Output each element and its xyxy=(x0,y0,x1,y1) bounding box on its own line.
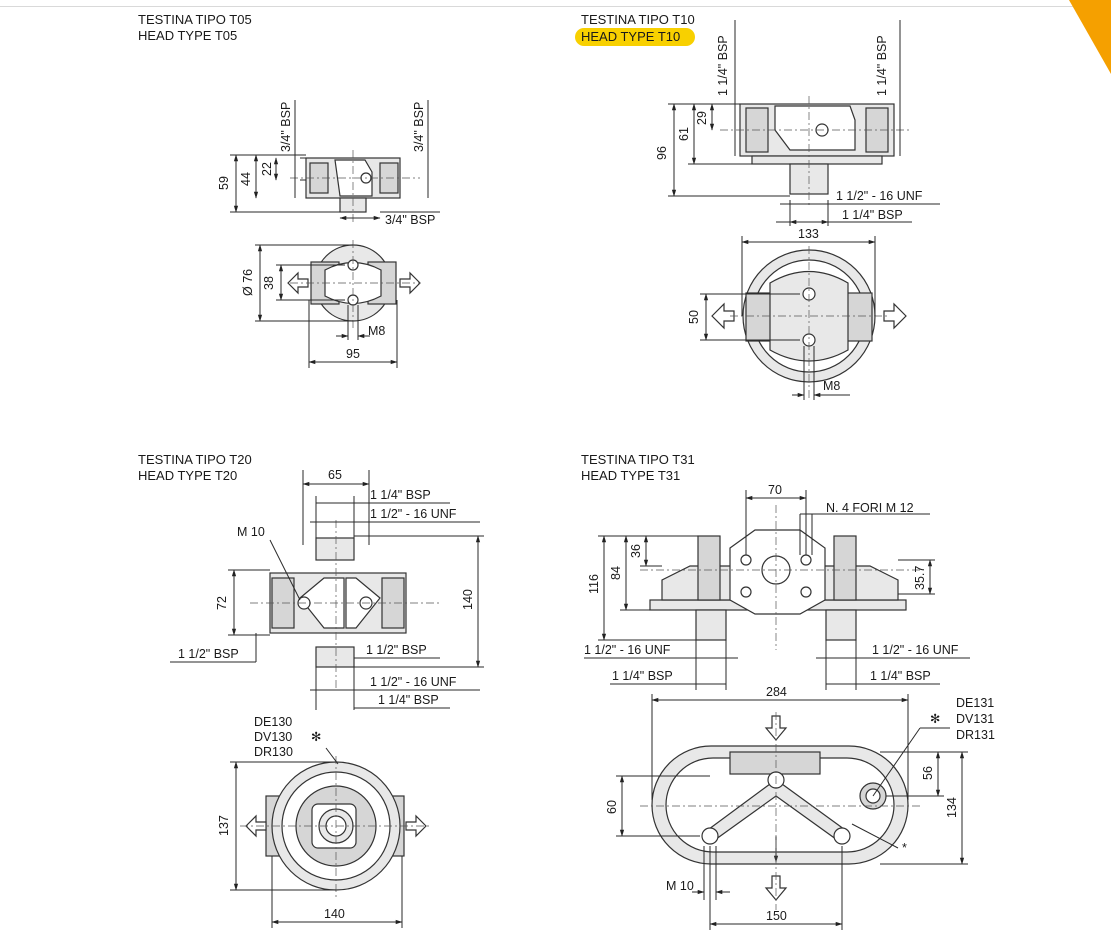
t05-top-view xyxy=(287,240,421,330)
t31-side-dims xyxy=(584,490,970,690)
t31-holes: N. 4 FORI M 12 xyxy=(826,501,914,515)
t20-dim-140h: 140 xyxy=(324,907,345,921)
t10-title-en: HEAD TYPE T10 xyxy=(575,28,695,46)
t31-dr: DR131 xyxy=(956,728,995,742)
t20-dim-137: 137 xyxy=(217,815,231,836)
t31-star: ✻ xyxy=(930,712,940,726)
t20-bsp-right: 1 1/2" BSP xyxy=(366,643,427,657)
t05-dim-dia76: Ø 76 xyxy=(241,269,255,296)
t10-side-view xyxy=(720,96,910,206)
t20-m10: M 10 xyxy=(237,525,265,539)
t31-dim-60: 60 xyxy=(605,800,619,814)
t10-m8: M8 xyxy=(823,379,840,393)
t20-dv: DV130 xyxy=(254,730,292,744)
t31-bsp-right: 1 1/4" BSP xyxy=(870,669,931,683)
t31-unf-left: 1 1/2" - 16 UNF xyxy=(584,643,671,657)
t10-unf: 1 1/2" - 16 UNF xyxy=(836,189,923,203)
t10-side-dims xyxy=(668,20,940,226)
t31-asterisk: * xyxy=(902,841,907,855)
t05-dim-95: 95 xyxy=(346,347,360,361)
t31-dim-56: 56 xyxy=(921,766,935,780)
t31-dim-70: 70 xyxy=(768,483,782,497)
t20-dim-72: 72 xyxy=(215,596,229,610)
t05-dim-44: 44 xyxy=(239,172,253,186)
t31-top-dims xyxy=(616,694,968,930)
top-rule xyxy=(0,6,1111,7)
t20-dim-140v: 140 xyxy=(461,589,475,610)
t05-dim-38: 38 xyxy=(262,276,276,290)
t31-dim-134: 134 xyxy=(945,797,959,818)
t05-bsp-bottom: 3/4" BSP xyxy=(385,213,435,227)
t20-top-dims xyxy=(230,747,403,928)
t20-top-view xyxy=(240,756,430,900)
t20-side-dims xyxy=(170,470,484,710)
t20-unf-bottom: 1 1/2" - 16 UNF xyxy=(370,675,457,689)
corner-accent xyxy=(1069,0,1111,74)
t31-top-view xyxy=(640,712,920,910)
t10-bsp-right: 1 1/4" BSP xyxy=(875,35,889,96)
t05-side-view xyxy=(290,150,420,222)
t05-dim-59: 59 xyxy=(217,176,231,190)
t31-bsp-left: 1 1/4" BSP xyxy=(612,669,673,683)
t05-bsp-right: 3/4" BSP xyxy=(412,102,426,152)
t20-title-en: HEAD TYPE T20 xyxy=(138,468,238,483)
t05-title-en: HEAD TYPE T05 xyxy=(138,28,238,43)
t20-bsp-bottom: 1 1/4" BSP xyxy=(378,693,439,707)
t20-unf-top: 1 1/2" - 16 UNF xyxy=(370,507,457,521)
t31-dim-84: 84 xyxy=(609,566,623,580)
t31-m10: M 10 xyxy=(666,879,694,893)
t20-title: TESTINA TIPO T20 HEAD TYPE T20 xyxy=(138,452,252,484)
t20-bsp-left: 1 1/2" BSP xyxy=(178,647,239,661)
t10-dim-29: 29 xyxy=(695,111,709,125)
t05-top-dims xyxy=(255,244,398,368)
t10-title: TESTINA TIPO T10 HEAD TYPE T10 xyxy=(575,12,695,46)
t10-bsp-left: 1 1/4" BSP xyxy=(716,35,730,96)
t10-dim-61: 61 xyxy=(677,127,691,141)
t20-bsp-top: 1 1/4" BSP xyxy=(370,488,431,502)
t20-dr: DR130 xyxy=(254,745,293,759)
t05-title: TESTINA TIPO T05 HEAD TYPE T05 xyxy=(138,12,252,44)
t20-dim-65: 65 xyxy=(328,468,342,482)
t10-top-dims xyxy=(700,236,876,400)
t31-unf-right: 1 1/2" - 16 UNF xyxy=(872,643,959,657)
t20-title-it: TESTINA TIPO T20 xyxy=(138,452,252,467)
t31-side-view xyxy=(640,505,920,650)
t31-dim-116: 116 xyxy=(587,574,601,594)
t31-dim-357: 35.7 xyxy=(913,566,927,590)
t10-dim-50: 50 xyxy=(687,310,701,324)
t05-dim-22: 22 xyxy=(260,162,274,176)
t20-de: DE130 xyxy=(254,715,292,729)
t10-top-view xyxy=(711,246,907,400)
t20-star: ✻ xyxy=(311,730,321,744)
t31-dim-284: 284 xyxy=(766,685,787,699)
t31-dim-36: 36 xyxy=(629,544,643,558)
t10-title-it: TESTINA TIPO T10 xyxy=(581,12,695,27)
t05-m8: M8 xyxy=(368,324,385,338)
t31-title-en: HEAD TYPE T31 xyxy=(581,468,681,483)
t10-dim-96: 96 xyxy=(655,146,669,160)
t20-side-view xyxy=(250,520,440,690)
t05-bsp-left: 3/4" BSP xyxy=(279,102,293,152)
t31-title-it: TESTINA TIPO T31 xyxy=(581,452,695,467)
t31-de: DE131 xyxy=(956,696,994,710)
t05-side-dims xyxy=(230,100,440,221)
t10-dim-133: 133 xyxy=(798,227,819,241)
t10-bsp-bottom: 1 1/4" BSP xyxy=(842,208,903,222)
t31-dim-150: 150 xyxy=(766,909,787,923)
t31-dv: DV131 xyxy=(956,712,994,726)
t31-title: TESTINA TIPO T31 HEAD TYPE T31 xyxy=(581,452,695,484)
t05-title-it: TESTINA TIPO T05 xyxy=(138,12,252,27)
